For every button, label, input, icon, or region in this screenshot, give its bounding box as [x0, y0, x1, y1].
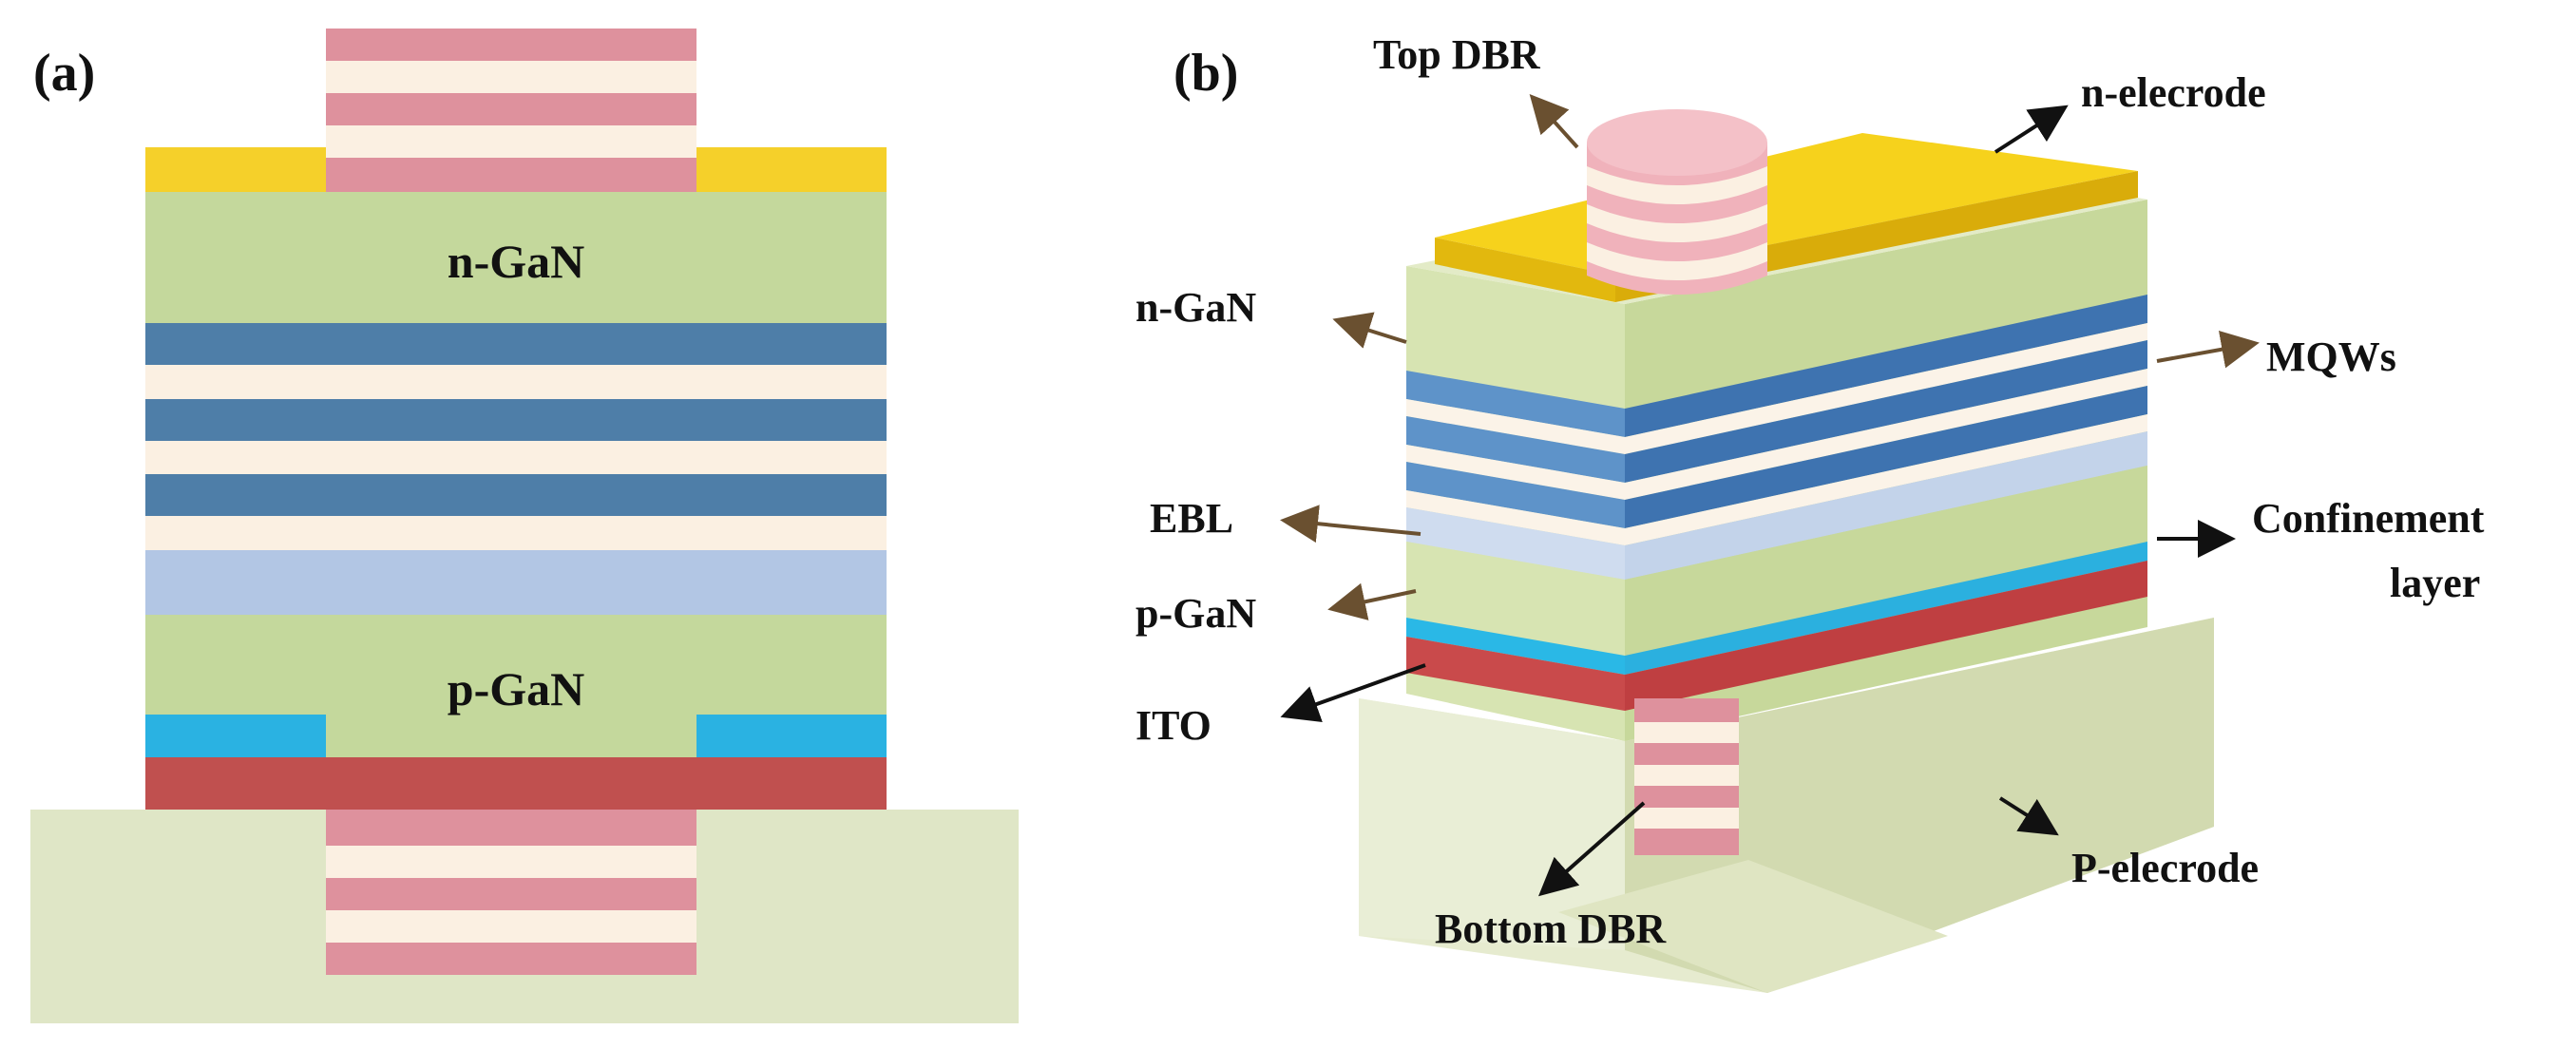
- panel-a-p-gan-label: p-GaN: [448, 662, 584, 715]
- callout-top-dbr: Top DBR: [1373, 31, 1541, 78]
- callout-bottom-dbr-arrow: [1538, 801, 1646, 897]
- callout-ito: ITO: [1135, 702, 1212, 749]
- panel-a-n-gan-label: n-GaN: [448, 235, 584, 288]
- panel-a-n-electrode-left: [145, 147, 326, 192]
- panel-a-top-dbr: [326, 29, 696, 192]
- callout-n-electrode: n-elecrode: [2081, 69, 2266, 116]
- callout-ito-arrow: [1280, 663, 1426, 723]
- callout-n-electrode-arrow: [1994, 105, 2069, 154]
- callout-top-dbr-arrow: [1529, 94, 1579, 149]
- panel-a-ebl-layer: [145, 550, 887, 615]
- callout-n-gan: n-GaN: [1135, 284, 1256, 331]
- callout-p-electrode-arrow: [1998, 796, 2059, 836]
- panel-a-bottom-dbr: [326, 810, 696, 975]
- panel-a-mqw-stack: [145, 323, 887, 550]
- panel-b-bottom-dbr: [1634, 698, 1739, 855]
- panel-b-top-dbr: [1587, 109, 1767, 295]
- callout-p-gan-arrow: [1327, 582, 1417, 620]
- panel-b-left-face-layers: [1406, 371, 1625, 711]
- callout-ebl: EBL: [1150, 495, 1233, 542]
- panel-a-ito-right: [696, 715, 887, 757]
- callout-mqws: MQWs: [2266, 334, 2396, 380]
- panel-a-n-gan-layer: [145, 192, 887, 323]
- panel-a-confinement-layer: [145, 757, 887, 810]
- callout-confinement-line2: layer: [2390, 560, 2480, 606]
- callout-confinement-line1: Confinement: [2252, 495, 2485, 542]
- panel-b-device-3d: [1359, 109, 2214, 993]
- panel-a-label: (a): [33, 44, 95, 103]
- panel-b-label: (b): [1174, 44, 1238, 103]
- callout-n-gan-arrow: [1332, 312, 1407, 349]
- callout-mqws-arrow: [2156, 330, 2260, 369]
- callout-p-electrode: P-elecrode: [2071, 845, 2259, 891]
- panel-b-right-face-layers: [1625, 295, 2147, 711]
- callout-bottom-dbr: Bottom DBR: [1435, 906, 1667, 952]
- panel-a-ito-left: [145, 715, 326, 757]
- panel-b-callouts: Top DBR n-elecrode n-GaN MQWs EBL Confin…: [1135, 31, 2485, 952]
- panel-a: (a) n-GaN p-GaN: [30, 29, 1019, 1023]
- panel-b: (b): [1135, 31, 2485, 993]
- callout-ebl-arrow: [1280, 505, 1422, 544]
- callout-p-gan: p-GaN: [1135, 590, 1256, 637]
- panel-a-n-electrode-right: [696, 147, 887, 192]
